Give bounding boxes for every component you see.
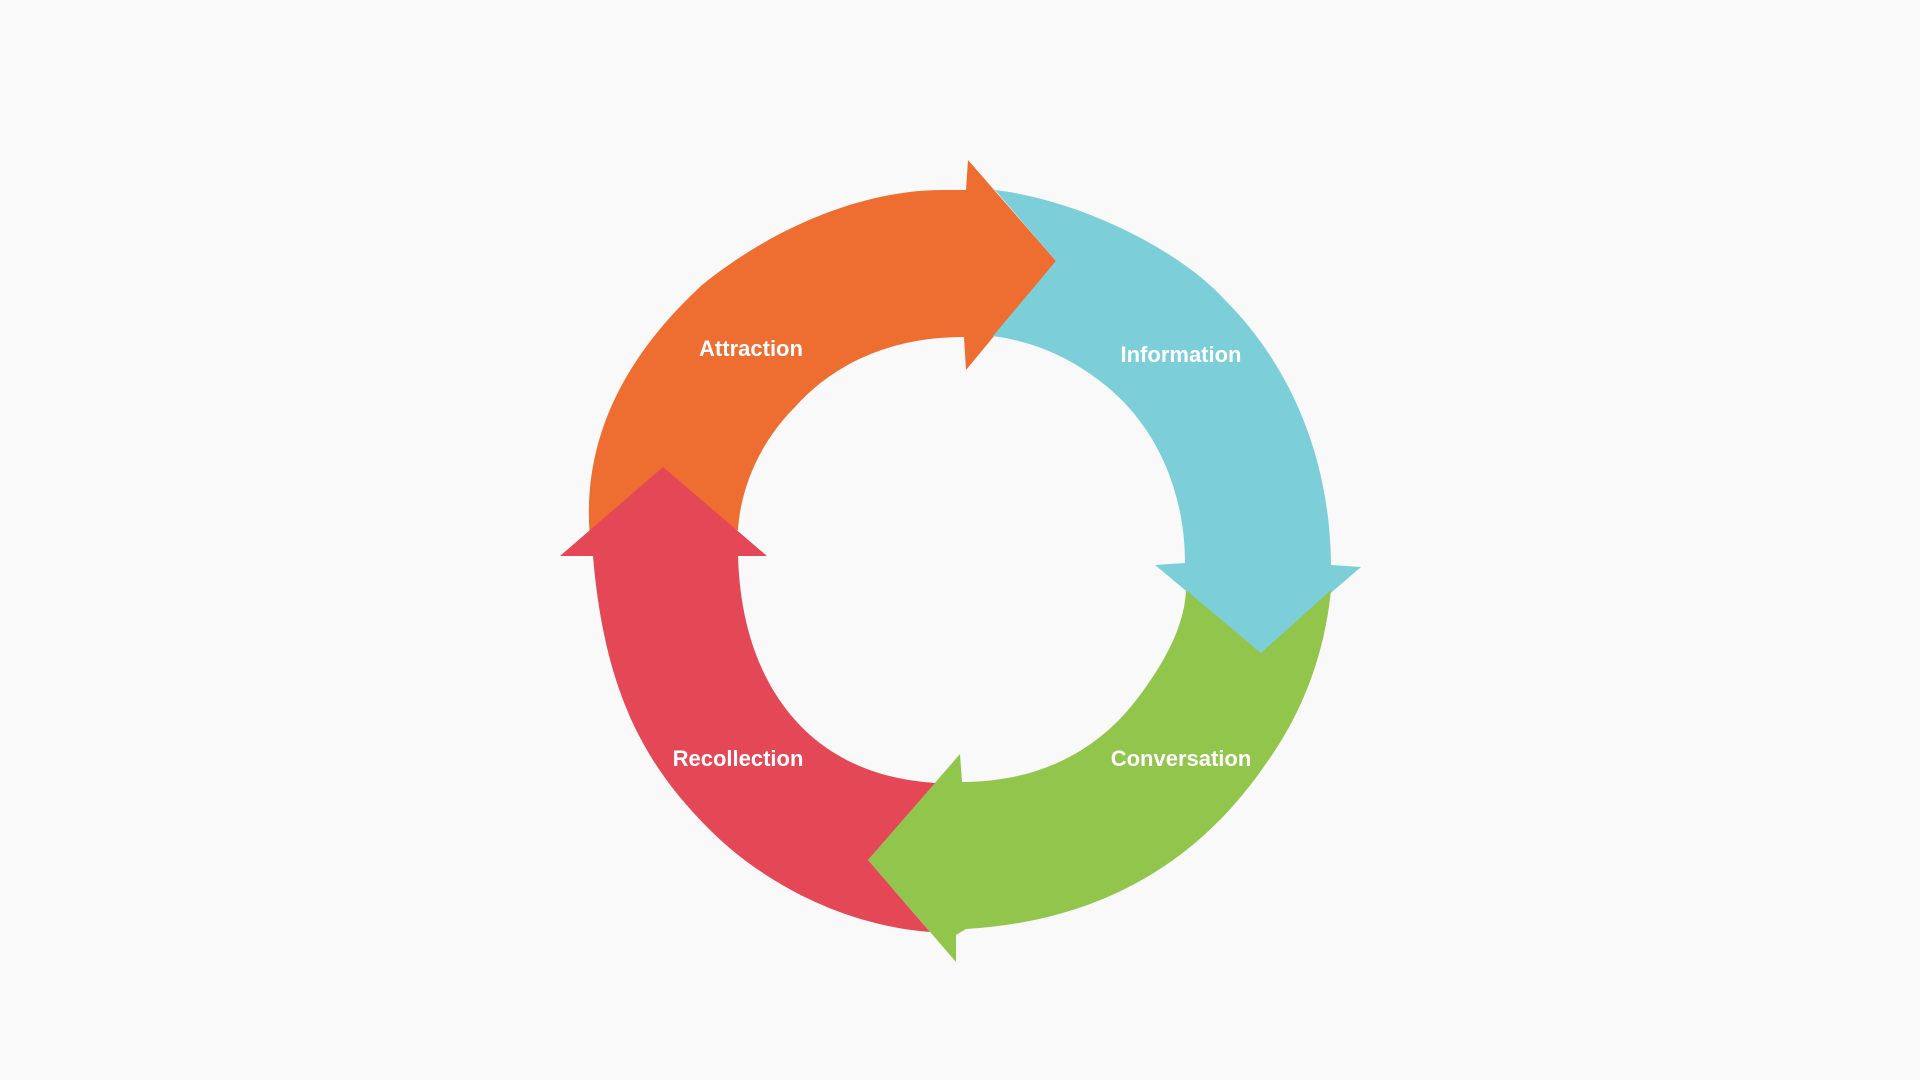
label-attraction: Attraction [699, 336, 803, 361]
segment-recollection: Recollection [560, 467, 935, 932]
label-conversation: Conversation [1111, 746, 1252, 771]
arrow-conversation [868, 590, 1331, 962]
arrow-information [993, 190, 1361, 653]
segment-information: Information [993, 190, 1361, 653]
segment-conversation: Conversation [868, 590, 1331, 962]
label-information: Information [1121, 342, 1242, 367]
arrow-recollection [560, 467, 935, 932]
segment-attraction: Attraction [588, 160, 1056, 555]
arrow-attraction [588, 160, 1056, 555]
label-recollection: Recollection [673, 746, 804, 771]
